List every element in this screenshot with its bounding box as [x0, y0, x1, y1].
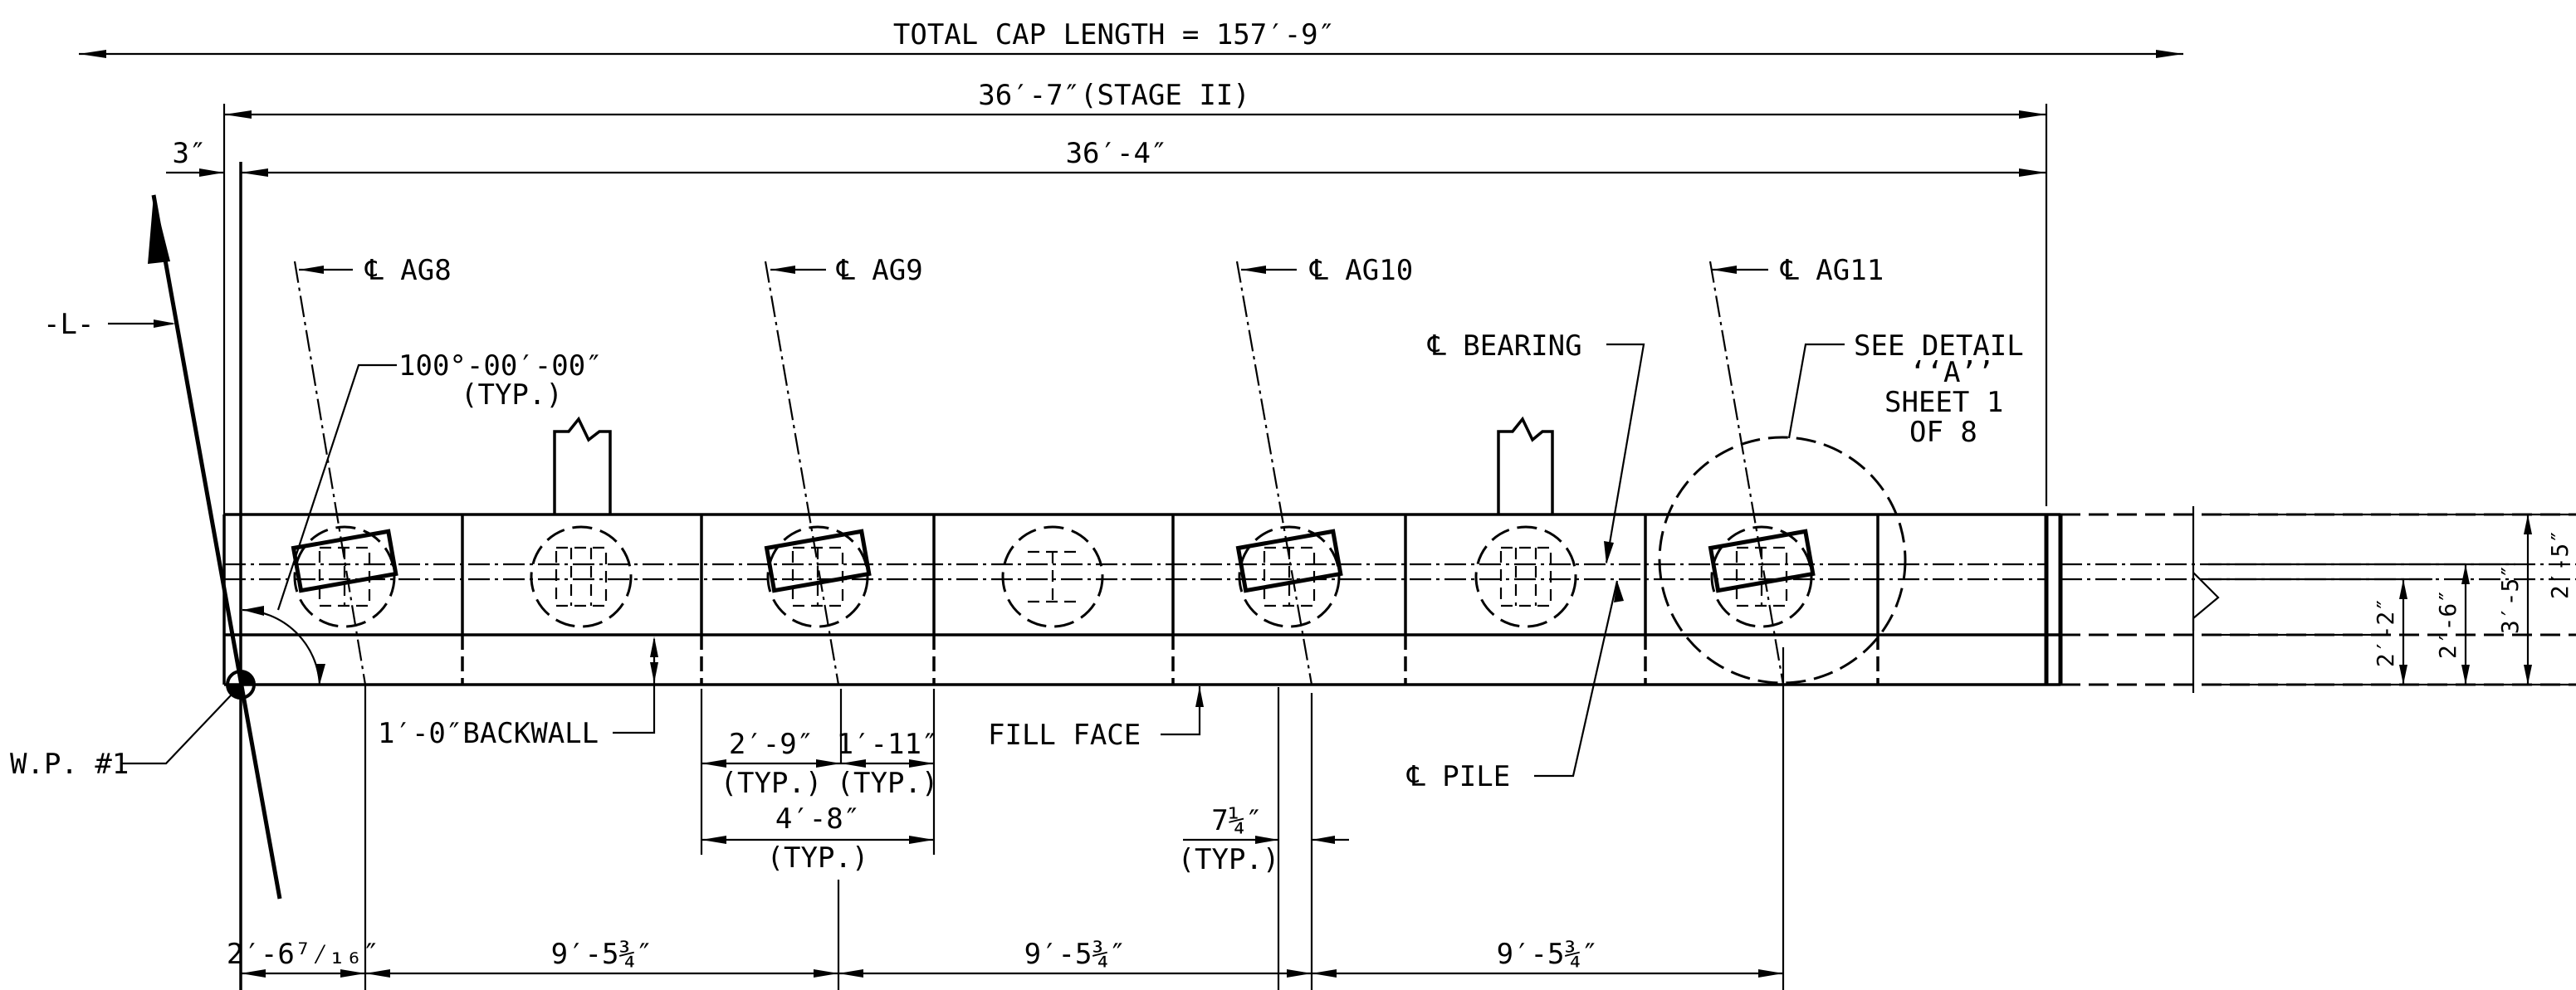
left-offset-dimension: 3″ — [166, 137, 224, 177]
total-cap-length-label: TOTAL CAP LENGTH = 157′-9″ — [893, 18, 1335, 51]
detail-callout: SEE DETAIL ‘‘A’’ SHEET 1 OF 8 — [1787, 329, 2024, 449]
pile-callout: ℄ PILE — [1406, 580, 1624, 793]
segment-b-label: 1′-11″ — [837, 728, 939, 761]
baseline-label: -L- — [43, 308, 94, 341]
stage-length-dimension: 36′-7″(STAGE II) — [222, 79, 2048, 519]
bearing-label: ℄ BEARING — [1427, 329, 1582, 363]
fill-face-callout: FILL FACE — [988, 686, 1204, 752]
inner-length-label: 36′-4″ — [1066, 137, 1168, 170]
stage-length-label: 36′-7″(STAGE II) — [978, 79, 1250, 112]
bottom-extension-lines — [364, 647, 1785, 990]
skew-baseline — [151, 194, 282, 900]
segment-b-typ-label: (TYP.) — [837, 767, 939, 800]
pile-spacing-4-label: 9′-5¾″ — [1497, 938, 1599, 971]
bearing-offset-dimension: 7¼″ (TYP.) — [1178, 804, 1349, 876]
girder-label-ag10-text: ℄ AG10 — [1309, 254, 1413, 287]
girder-label-ag11: ℄ AG11 — [1712, 254, 1884, 287]
angle-typ-label: (TYP.) — [461, 378, 563, 412]
segment-dimension-b: 1′-11″ (TYP.) — [837, 728, 939, 800]
segment-a-label: 2′-9″ — [729, 728, 814, 761]
segment-total-label: 4′-8″ — [775, 802, 860, 836]
detail-label-4: OF 8 — [1909, 416, 1977, 449]
bearing-pads — [291, 529, 1816, 593]
angle-callout: 100°-00′-00″ (TYP.) — [242, 349, 603, 685]
girder-label-ag9-text: ℄ AG9 — [836, 254, 923, 287]
height-4-label: 2′-5″ — [2546, 529, 2574, 599]
girder-label-ag10: ℄ AG10 — [1241, 254, 1413, 287]
pile-spacing-2-label: 9′-5¾″ — [551, 938, 653, 971]
work-point-label: W.P. #1 — [10, 748, 129, 781]
total-cap-length-dimension: TOTAL CAP LENGTH = 157′-9″ — [79, 18, 2183, 58]
fill-face-label: FILL FACE — [988, 719, 1141, 752]
girder-label-ag8: ℄ AG8 — [299, 254, 452, 287]
height-3-label: 3′-5″ — [2496, 564, 2524, 634]
backwall-label: 1′-0″BACKWALL — [378, 717, 599, 750]
pile-spacing-3-label: 9′-5¾″ — [1024, 938, 1127, 971]
detail-label-2: ‘‘A’’ — [1909, 356, 1994, 389]
pile-spacing-1-label: 2′-6⁷⁄₁₆″ — [227, 938, 379, 971]
bearing-offset-label: 7¼″ — [1211, 804, 1262, 837]
piles — [293, 525, 1813, 628]
angle-label: 100°-00′-00″ — [398, 349, 603, 383]
pile-cap-body — [222, 513, 2063, 686]
pile-spacing-dimensions: 2′-6⁷⁄₁₆″ 9′-5¾″ 9′-5¾″ 9′-5¾″ — [227, 938, 1783, 978]
girder-label-ag9: ℄ AG9 — [770, 254, 923, 287]
height-2-label: 2′-6″ — [2434, 589, 2461, 659]
bearing-offset-typ-label: (TYP.) — [1178, 843, 1280, 876]
baseline-label-group: -L- — [43, 308, 176, 341]
segment-dimension-total: 4′-8″ (TYP.) — [701, 802, 934, 875]
inner-length-dimension: 36′-4″ — [241, 137, 2046, 177]
bearing-callout: ℄ BEARING — [1427, 329, 1645, 564]
girder-label-ag8-text: ℄ AG8 — [364, 254, 452, 287]
segment-dimension-a: 2′-9″ (TYP.) — [701, 728, 841, 800]
segment-joints — [461, 515, 1879, 685]
girder-centerlines — [293, 261, 1785, 685]
segment-total-typ-label: (TYP.) — [767, 841, 869, 875]
work-point-label-group: W.P. #1 — [10, 695, 232, 781]
height-1-label: 2′-2″ — [2372, 597, 2399, 667]
backwall-callout: 1′-0″BACKWALL — [378, 636, 658, 750]
pile-label: ℄ PILE — [1406, 760, 1510, 793]
right-height-dimensions: 2′-2″ 2′-6″ 3′-5″ 2′-5″ — [2208, 513, 2576, 686]
detail-label-3: SHEET 1 — [1884, 386, 2003, 419]
diaphragm-stubs — [553, 416, 1554, 515]
left-offset-label: 3″ — [173, 137, 207, 170]
baseline-arrow-icon — [148, 195, 170, 264]
pile-sections — [318, 546, 1788, 607]
detail-label-1: SEE DETAIL — [1854, 329, 2024, 363]
segment-a-typ-label: (TYP.) — [721, 767, 823, 800]
girder-label-ag11-text: ℄ AG11 — [1780, 254, 1884, 287]
detail-a-circle — [1658, 436, 1907, 685]
